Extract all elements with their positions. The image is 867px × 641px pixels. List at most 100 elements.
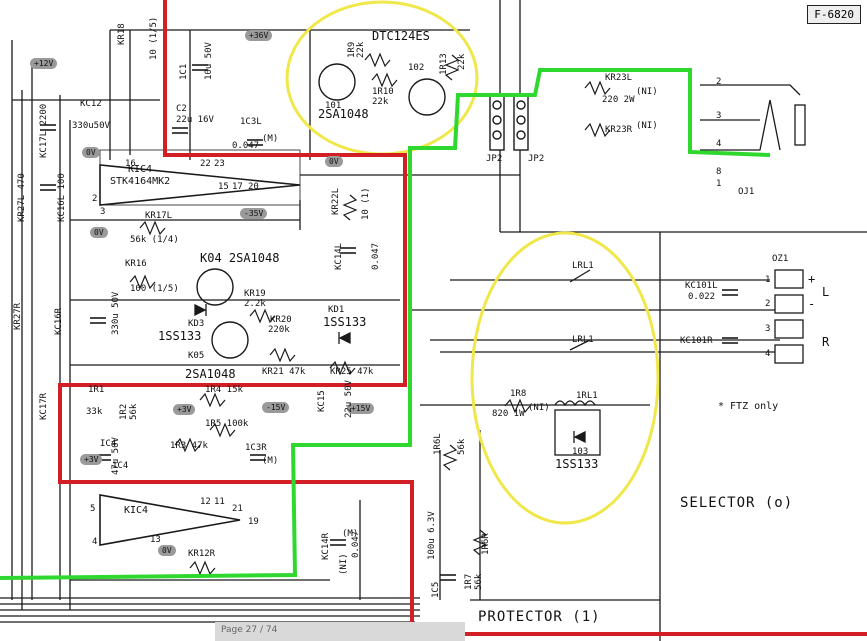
m-badge-3: (M) [342, 529, 359, 539]
c3r-label: 1C3R [245, 443, 267, 453]
k05-part: 2SA1048 [185, 367, 236, 381]
rl1-label: 1RL1 [576, 391, 598, 401]
r1-label: 1R1 [88, 385, 105, 395]
r10-value: 22k [372, 97, 389, 107]
oz1-label: OZ1 [772, 254, 789, 264]
pin-12: 12 [200, 497, 211, 507]
oz-pin-1: 1 [765, 275, 771, 285]
kc14l-value: 0.047 [371, 242, 381, 270]
yellow-ellipse-right [470, 231, 660, 525]
rail-p12v: +12V [30, 58, 58, 69]
rail-0v-2: 0V [325, 156, 343, 167]
q102-label: 102 [408, 63, 425, 73]
pin-11: 11 [214, 497, 225, 507]
kr12r-label: KR12R [188, 549, 216, 559]
diode-symbols [194, 303, 586, 444]
amp-ic-lower [99, 494, 241, 546]
k05-label: K05 [188, 351, 205, 361]
c3l-value: 0.047 [232, 141, 260, 151]
d103-part: 1SS133 [555, 457, 599, 471]
pin-17: 17 [232, 182, 243, 192]
rail-m15v: -15V [262, 402, 290, 413]
c4-label: 1C4 [112, 461, 129, 471]
pin-13: 13 [150, 535, 161, 545]
kr17l-value: 56k (1/4) [130, 235, 179, 245]
kc101r-label: KC101R [680, 336, 713, 346]
resistor-symbols [129, 52, 611, 576]
kc12-label: KC12 [80, 99, 102, 109]
kr20-value: 220k [268, 325, 290, 335]
pin-19: 19 [248, 517, 259, 527]
lrl1b-label: LRL1 [572, 335, 594, 345]
r10-label: 1R10 [372, 87, 394, 97]
page-number: F-6820 [807, 5, 861, 24]
pin-2: 2 [92, 194, 98, 204]
c2-value: 22u 16V [176, 115, 214, 125]
oz-pin-3: 3 [765, 324, 771, 334]
r1-value: 33k [86, 407, 103, 417]
kc16r-label: KC16R [54, 307, 64, 335]
kc15-value: 22u 50V [344, 380, 354, 418]
pin-21: 21 [232, 504, 243, 514]
oj-pin-3: 3 [716, 111, 722, 121]
r7-value: 56k [474, 573, 484, 590]
kd3-label: KD3 [188, 319, 205, 329]
r13-label: 1R13 [439, 53, 449, 75]
kc12-value: 330u50V [72, 121, 110, 131]
headphone-jack [700, 84, 806, 151]
r7-label: 1R7 [464, 573, 474, 590]
r9-value: 22k [356, 41, 366, 58]
dtc-label: DTC124ES [372, 29, 430, 43]
kr23r-label: KR23R [605, 125, 633, 135]
kr16-value: 100 (1/5) [130, 284, 179, 294]
rail-p36v: +36V [245, 30, 273, 41]
kc101l-value: 0.022 [688, 292, 716, 302]
pin-5: 5 [90, 504, 96, 514]
kc17r-label: KC17R [39, 392, 49, 420]
r4-label: 1R4 15k [205, 385, 243, 395]
rail-p15v: +15V [347, 403, 375, 414]
oj-pin-1: 1 [716, 179, 722, 189]
r6l-label: 1R6L [433, 433, 443, 455]
kr27r-label: KR27R [13, 302, 23, 330]
relay-symbols [554, 269, 601, 456]
transistor-symbols [196, 63, 446, 359]
kc14l-label: KC14L [334, 242, 344, 270]
ic-kic4-lower-label: KIC4 [124, 505, 149, 516]
jp2-connectors [489, 94, 529, 151]
pin-3: 3 [100, 207, 106, 217]
c1-label: 1C1 [179, 63, 189, 80]
ni-badge-4: (NI) [339, 553, 349, 575]
jp2b-label: JP2 [528, 154, 545, 164]
kr17l-label: KR17L [145, 211, 173, 221]
kr18-label: KR18 [117, 23, 127, 45]
r2-label: 1R2 [119, 403, 129, 420]
kd3-part: 1SS133 [158, 329, 202, 343]
red-path-top [58, 0, 867, 636]
rail-p3v: +3V [173, 404, 196, 415]
ftz-note: * FTZ only [718, 401, 779, 412]
protector-section-title: PROTECTOR (1) [478, 609, 601, 625]
lrl1-label: LRL1 [572, 261, 594, 271]
r6r-label: 1R6R [481, 533, 491, 555]
pin-16: 16 [125, 159, 136, 169]
ic-kic4-label: KIC4 [128, 164, 153, 175]
kr23l-label: KR23L [605, 73, 633, 83]
rail-0v: 0V [82, 147, 100, 158]
pin-15: 15 [218, 182, 229, 192]
kr23l-value: 220 2W [602, 95, 635, 105]
speaker-terminals [774, 269, 804, 364]
minus-l-label: - [808, 297, 816, 311]
r8-label: 1R8 [510, 389, 527, 399]
ni-badge-1: (NI) [636, 87, 658, 97]
r13-value: 22k [457, 53, 467, 70]
kr20-label: KR20 [270, 315, 292, 325]
ic4-label: IC4 [100, 439, 117, 449]
pin-20: 20 [248, 182, 259, 192]
kc16l-label: KC16L 100 [57, 173, 67, 222]
c2-label: C2 [176, 104, 187, 114]
ni-badge-3: (NI) [528, 403, 550, 413]
plus-l-label: + [808, 272, 816, 286]
yellow-ellipse-top [285, 0, 479, 156]
